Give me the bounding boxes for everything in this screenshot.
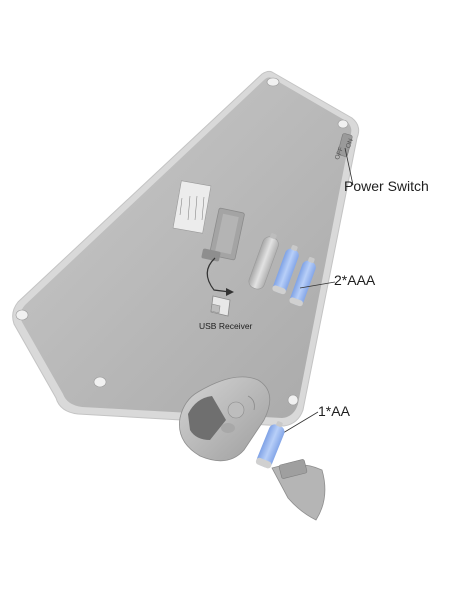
label-1-aa: 1*AA [318, 403, 350, 419]
power-switch [337, 133, 353, 157]
mouse-bottom [179, 376, 271, 462]
leader-line-aa [277, 411, 319, 437]
keyboard-foot [337, 119, 349, 129]
battery-aaa-blue-1 [272, 245, 299, 295]
battery-aaa-blue-2 [289, 257, 316, 307]
usb-receiver [210, 295, 231, 317]
receiver-slot [201, 248, 221, 262]
leader-line-aaa [299, 281, 336, 289]
battery-aa-blue [255, 421, 285, 469]
rating-label [172, 180, 212, 234]
battery-aaa-gray [248, 233, 279, 290]
keyboard-foot [93, 376, 107, 388]
label-power-switch: Power Switch [344, 178, 429, 194]
label-2-aaa: 2*AAA [334, 272, 376, 288]
keyboard-foot [15, 309, 29, 321]
mouse-battery-cover [271, 459, 326, 521]
keyboard-foot [287, 394, 299, 406]
arrow-receiver [206, 257, 231, 293]
keyboard-foot [266, 77, 280, 87]
leader-line-power [344, 147, 354, 186]
keyboard-bottom [12, 70, 360, 427]
label-usb-receiver: USB Receiver [199, 321, 253, 331]
